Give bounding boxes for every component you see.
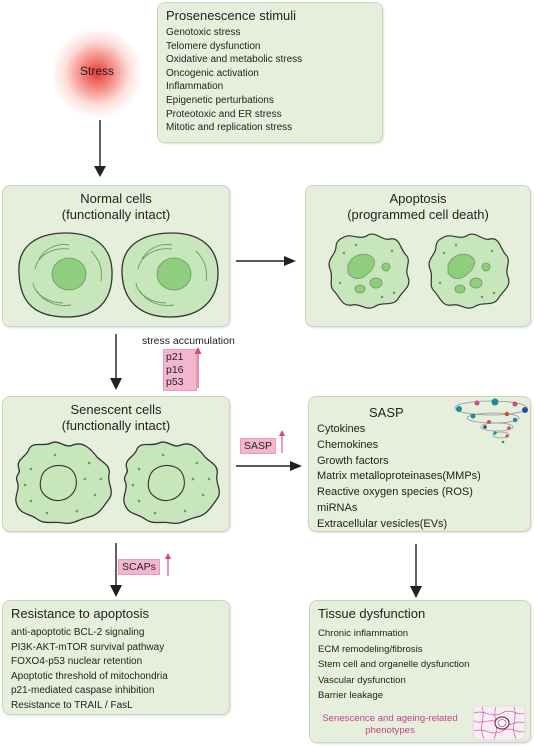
sasp-badge: SASP (240, 438, 277, 454)
senescent-cells-title-line2: (functionally intact) (61, 418, 171, 433)
list-item: ECM remodeling/fibrosis (318, 643, 423, 655)
stress-accumulation-label: stress accumulation (142, 335, 235, 347)
arrow-normal-to-senescent (110, 334, 122, 390)
stress-label: Stress (80, 64, 115, 78)
prosenescence-title: Prosenescence stimuli (166, 8, 297, 23)
list-item: Cytokines (317, 423, 366, 435)
phenotypes-line1: Senescence and ageing-related (322, 713, 458, 724)
list-item: Barrier leakage (318, 690, 384, 701)
tissue-mesh-icon (472, 705, 526, 741)
prosenescence-list: Genotoxic stress Telomere dysfunction Ox… (166, 26, 302, 135)
normal-cells-illustration (18, 232, 219, 318)
senescent-cell (123, 441, 220, 525)
list-item: Oxidative and metabolic stress (166, 54, 303, 66)
apoptosis-box: Apoptosis (programmed cell death) (305, 185, 531, 327)
up-arrow-icon (279, 430, 285, 453)
arrow-sasp-to-tissue (410, 544, 422, 598)
sasp-box: SASP Cytokines Chemokines Growth factors… (308, 396, 531, 532)
senescent-cells-illustration (15, 441, 220, 525)
sasp-title: SASP (369, 405, 404, 420)
list-item: miRNAs (317, 501, 358, 514)
list-item: FOXO4-p53 nuclear retention (11, 656, 143, 668)
phenotypes-label: Senescence and ageing-related phenotypes (314, 713, 466, 737)
apoptotic-cell (328, 233, 410, 309)
list-item: PI3K-AKT-mTOR survival pathway (11, 641, 165, 653)
resistance-title: Resistance to apoptosis (11, 606, 150, 621)
senescent-cells-title-line1: Senescent cells (70, 402, 162, 417)
sasp-list: Cytokines Chemokines Growth factors Matr… (317, 422, 481, 533)
list-item: Reactive oxygen species (ROS) (317, 486, 473, 499)
stress-glow (52, 28, 142, 118)
marker-p21: p21 (166, 351, 184, 363)
list-item: Oncogenic activation (166, 67, 259, 79)
resistance-box: Resistance to apoptosis anti-apoptotic B… (2, 600, 230, 715)
list-item: Epigenetic perturbations (166, 94, 274, 106)
prosenescence-box: Prosenescence stimuli Genotoxic stress T… (157, 2, 383, 143)
apoptotic-cell (428, 233, 510, 309)
normal-cell (121, 232, 219, 318)
marker-p16: p16 (166, 363, 184, 376)
list-item: Growth factors (317, 454, 389, 467)
marker-stack: p21 p16 p53 (163, 349, 197, 391)
arrow-normal-to-apoptosis (236, 256, 296, 266)
sasp-swirl-icon (454, 398, 528, 444)
list-item: Genotoxic stress (166, 27, 241, 38)
phenotypes-line2: phenotypes (365, 725, 415, 736)
up-arrow-icon (165, 553, 171, 576)
apoptosis-title-line2: (programmed cell death) (347, 207, 489, 222)
list-item: Vascular dysfunction (318, 674, 406, 686)
resistance-list: anti-apoptotic BCL-2 signaling PI3K-AKT-… (11, 626, 168, 714)
list-item: Chemokines (317, 438, 379, 451)
senescent-cells-box: Senescent cells (functionally intact) (2, 396, 230, 532)
list-item: Matrix metalloproteinases(MMPs) (317, 470, 481, 483)
tissue-list: Chronic inflammation ECM remodeling/fibr… (318, 626, 469, 704)
list-item: Stem cell and organelle dysfunction (318, 659, 470, 670)
list-item: anti-apoptotic BCL-2 signaling (11, 627, 145, 638)
marker-p53: p53 (166, 376, 184, 388)
arrow-senescent-to-resistance (110, 543, 122, 597)
normal-cells-box: Normal cells (functionally intact) (2, 185, 230, 327)
list-item: Apoptotic threshold of mitochondria (11, 670, 168, 682)
normal-cells-title-line1: Normal cells (80, 191, 152, 206)
up-arrow-icon (194, 347, 202, 388)
list-item: Telomere dysfunction (166, 40, 261, 52)
tissue-title: Tissue dysfunction (318, 606, 426, 621)
list-item: p21-mediated caspase inhibition (11, 685, 155, 697)
list-item: Resistance to TRAIL / FasL (11, 699, 133, 711)
list-item: Extracellular vesicles(EVs) (317, 517, 448, 530)
arrow-senescent-to-sasp (236, 461, 302, 471)
list-item: Chronic inflammation (318, 628, 409, 639)
normal-cells-title-line2: (functionally intact) (61, 207, 171, 222)
list-item: Inflammation (166, 81, 224, 93)
list-item: Mitotic and replication stress (166, 122, 293, 134)
tissue-box: Tissue dysfunction Chronic inflammation … (309, 600, 531, 743)
arrow-stress-to-normal (94, 120, 106, 177)
normal-cell (18, 232, 113, 318)
senescent-cell (15, 441, 112, 525)
scaps-badge: SCAPs (118, 559, 160, 575)
apoptosis-title-line1: Apoptosis (389, 191, 447, 206)
apoptotic-cells-illustration (328, 233, 510, 309)
list-item: Proteotoxic and ER stress (166, 108, 282, 120)
